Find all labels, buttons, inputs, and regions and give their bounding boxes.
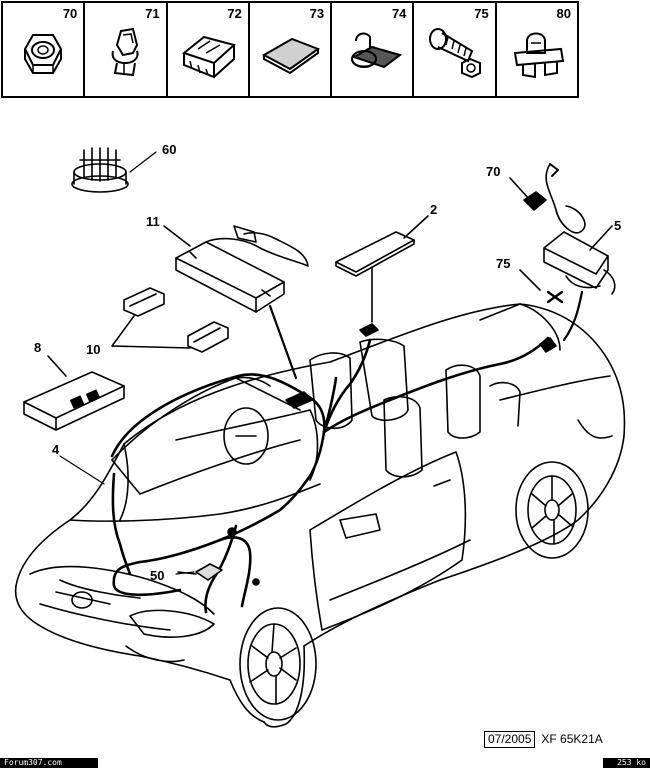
legend-number: 80 [556, 6, 571, 21]
part-60-cylinder [71, 147, 129, 193]
legend-cell-70: 70 [3, 3, 86, 96]
callout-8: 8 [34, 340, 41, 355]
part-10-brackets [111, 287, 229, 353]
callout-60: 60 [162, 142, 176, 157]
footer-size: 253 ko [603, 758, 650, 768]
legend-cell-71: 71 [85, 3, 168, 96]
callout-11: 11 [146, 214, 160, 229]
pad-icon [261, 37, 320, 75]
part-11-module [163, 225, 309, 380]
legend-cell-80: 80 [497, 3, 577, 96]
connector-block-icon [181, 35, 236, 79]
harness-clips [227, 323, 557, 586]
drawing-reference: 07/2005 XF 65K21A [484, 730, 603, 748]
part-2-pad [335, 215, 429, 323]
callout-70: 70 [486, 164, 500, 179]
nut-icon [23, 34, 63, 74]
clip-icon [111, 27, 139, 77]
callout-leaders [59, 151, 195, 575]
car-body [14, 303, 626, 728]
callout-4: 4 [52, 442, 60, 457]
legend-cell-74: 74 [332, 3, 415, 96]
part-70-nut [509, 177, 547, 211]
callout-75: 75 [496, 256, 510, 271]
legend-number: 72 [227, 6, 242, 21]
footer-bar: Forum307.com 253 ko [0, 758, 650, 768]
reference-code: XF 65K21A [541, 732, 603, 746]
legend-cell-75: 75 [414, 3, 497, 96]
tie-clip-icon [351, 32, 403, 69]
wiring-diagram: 60 70 2 11 5 75 10 8 4 50 [14, 142, 626, 728]
callout-50: 50 [150, 568, 164, 583]
legend-number: 71 [145, 6, 160, 21]
footer-source: Forum307.com [0, 758, 98, 768]
parts-legend: 70 71 72 73 [1, 1, 579, 98]
reference-date: 07/2005 [484, 730, 536, 748]
part-8-box [23, 355, 125, 431]
callout-5: 5 [614, 218, 621, 233]
part-5-module [519, 163, 616, 342]
legend-number: 73 [309, 6, 325, 21]
callout-2: 2 [430, 202, 437, 217]
callout-10: 10 [86, 342, 100, 357]
legend-cell-73: 73 [250, 3, 333, 96]
legend-number: 75 [474, 6, 489, 21]
legend-number: 74 [391, 6, 407, 21]
part-4-harness [110, 336, 550, 614]
legend-number: 70 [62, 6, 78, 21]
bracket-clip-icon [513, 32, 564, 79]
legend-cell-72: 72 [168, 3, 250, 96]
bolt-icon [429, 28, 482, 79]
